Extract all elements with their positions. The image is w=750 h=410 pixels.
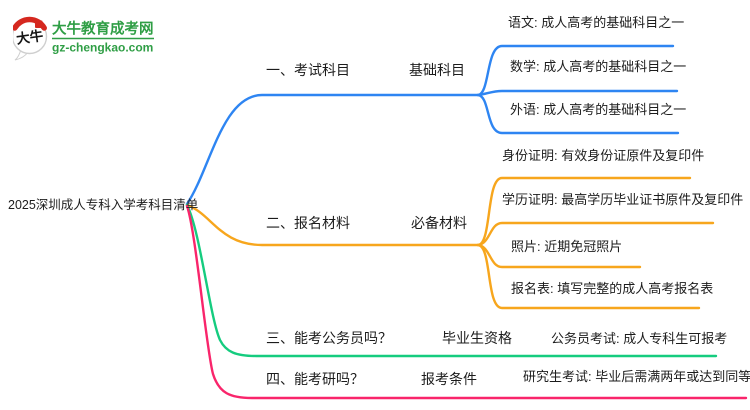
branch4-label: 四、能考研吗？ <box>266 371 364 387</box>
branch2-leaf-2: 学历证明: 最高学历毕业证书原件及复印件 <box>502 192 744 207</box>
branch1-leaf2-line <box>476 89 679 97</box>
branch1-main-line <box>185 93 480 206</box>
branch3-label: 三、能考公务员吗？ <box>266 330 392 346</box>
central-topic: 2025深圳成人专科入学考科目清单 <box>8 198 199 212</box>
branch1-leaf-2: 数学: 成人高考的基础科目之一 <box>510 59 687 74</box>
branch3-main-line <box>185 203 718 358</box>
logo-site-url: gz-chengkao.com <box>52 41 153 55</box>
branch2-sub-label: 必备材料 <box>411 215 467 231</box>
branch2-main-line <box>185 203 480 247</box>
branch1-leaf3-line <box>476 93 680 135</box>
branch2-leaf-1: 身份证明: 有效身份证原件及复印件 <box>502 148 705 163</box>
branch2-leaf-3: 照片: 近期免冠照片 <box>511 239 623 254</box>
branch3-sub-label: 毕业生资格 <box>442 330 512 346</box>
branch1-leaf-3: 外语: 成人高考的基础科目之一 <box>510 102 687 117</box>
branch1-sub-label: 基础科目 <box>409 62 465 78</box>
logo-site-name: 大牛教育成考网 <box>52 20 154 38</box>
branch4-sub-label: 报考条件 <box>421 371 477 387</box>
branch2-leaf1-line <box>476 176 692 247</box>
branch1-leaf1-line <box>476 44 675 97</box>
branch3-leaf-1: 公务员考试: 成人专科生可报考 <box>551 331 728 346</box>
branch1-leaf-1: 语文: 成人高考的基础科目之一 <box>508 15 685 30</box>
branch4-leaf-1: 研究生考试: 毕业后需满两年或达到同等学力 <box>523 369 750 384</box>
site-logo: 大牛 大牛教育成考网 gz-chengkao.com <box>13 16 154 61</box>
branch2-leaf4-line <box>476 243 701 310</box>
branch1-label: 一、考试科目 <box>266 62 350 78</box>
logo-icon-text: 大牛 <box>15 27 44 47</box>
branch2-leaf2-line <box>476 221 715 247</box>
branch4-main-line <box>185 204 748 400</box>
branch2-leaf-4: 报名表: 填写完整的成人高考报名表 <box>511 281 714 296</box>
branch2-label: 二、报名材料 <box>266 215 350 231</box>
logo-seal <box>35 20 43 28</box>
